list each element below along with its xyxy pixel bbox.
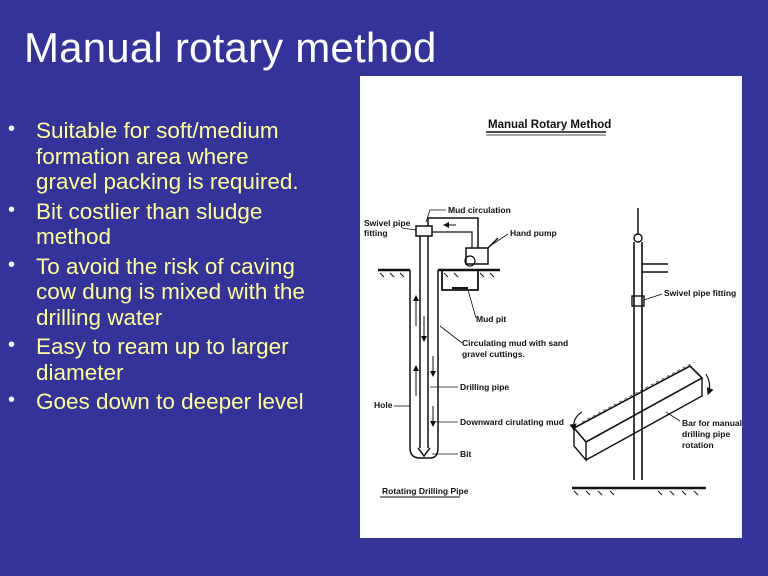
label-mud-circulation: Mud circulation (448, 205, 511, 215)
label-drilling-pipe: Drilling pipe (460, 382, 509, 392)
bullet-text: Bit costlier than sludge method (36, 198, 263, 250)
bullet-item: • Bit costlier than sludge method (8, 199, 308, 250)
bullet-list: • Suitable for soft/medium formation area… (8, 118, 308, 419)
label-rotating-pipe: Rotating Drilling Pipe (382, 486, 469, 496)
slide-title: Manual rotary method (24, 24, 437, 71)
left-drilling-drawing (378, 209, 509, 459)
diagram-figure: Manual Rotary Method (360, 76, 742, 538)
label-swivel-fitting: fitting (364, 228, 388, 238)
right-drilling-drawing (569, 208, 714, 496)
figure-title: Manual Rotary Method (488, 119, 611, 131)
label-mud-pit: Mud pit (476, 314, 506, 324)
label-hole: Hole (374, 400, 393, 410)
label-bar-drilling-pipe: drilling pipe (682, 429, 730, 439)
label-bar-rotation: rotation (682, 440, 714, 450)
bullet-item: • Easy to ream up to larger diameter (8, 334, 308, 385)
bullet-text: To avoid the risk of caving cow dung is … (36, 253, 305, 330)
label-hand-pump: Hand pump (510, 228, 557, 238)
label-downward-mud: Downward cirulating mud (460, 417, 564, 427)
bullet-dot-icon: • (8, 334, 16, 356)
bullet-text: Goes down to deeper level (36, 389, 304, 414)
bullet-dot-icon: • (8, 389, 16, 411)
bullet-item: • To avoid the risk of caving cow dung is… (8, 254, 308, 331)
bullet-dot-icon: • (8, 118, 16, 140)
bullet-text: Easy to ream up to larger diameter (36, 334, 289, 385)
bullet-text: Suitable for soft/medium formation area … (36, 118, 299, 194)
label-circulating-mud: Circulating mud with sand (462, 338, 568, 348)
label-swivel-right: Swivel pipe fitting (664, 288, 736, 298)
bullet-item: • Goes down to deeper level (8, 389, 308, 415)
bullet-dot-icon: • (8, 198, 16, 221)
label-bit: Bit (460, 449, 472, 459)
bullet-item: • Suitable for soft/medium formation area… (8, 118, 308, 195)
label-bar-manual: Bar for manual (682, 418, 742, 428)
drilling-diagram: Manual Rotary Method (364, 119, 742, 498)
label-swivel-pipe: Swivel pipe (364, 218, 411, 228)
label-gravel-cuttings: gravel cuttings. (462, 349, 525, 359)
bullet-dot-icon: • (8, 253, 16, 276)
